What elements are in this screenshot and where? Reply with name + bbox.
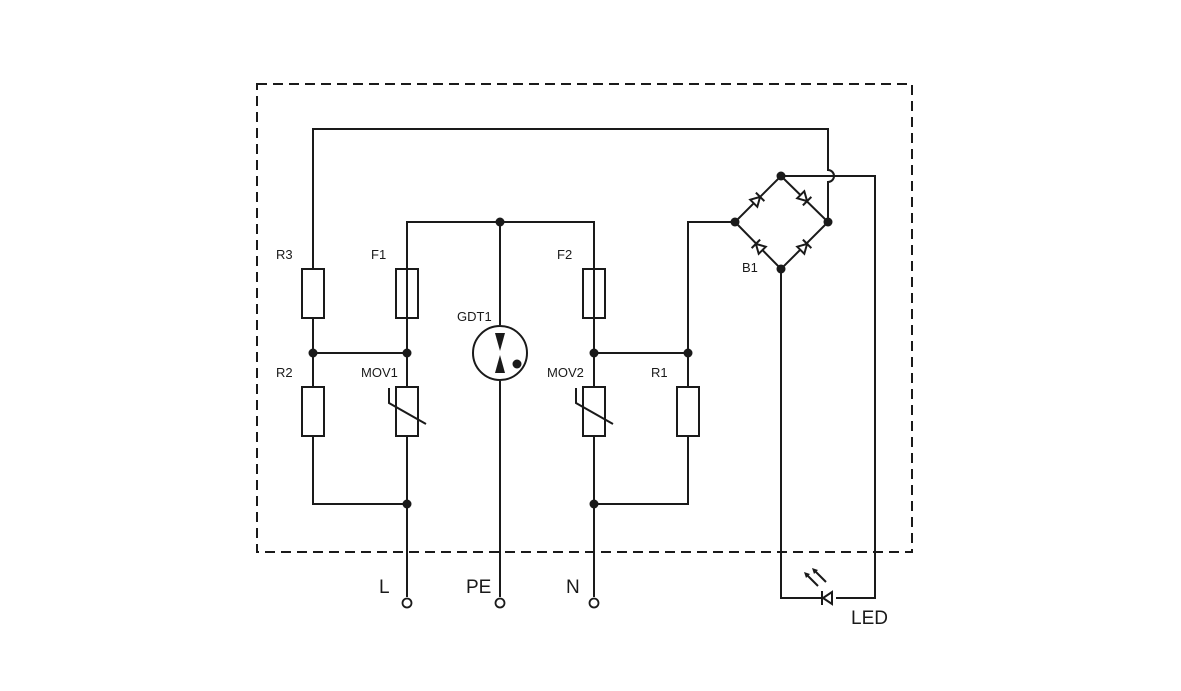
label-terminal-n: N [566, 577, 580, 598]
bridge-diode-lower-left [750, 238, 768, 256]
label-f2: F2 [557, 247, 572, 262]
gas-discharge-tube-gdt1 [472, 325, 528, 381]
label-r2: R2 [276, 365, 293, 380]
resistor-r3 [301, 268, 325, 319]
wire-bridge-bottom-out [780, 269, 822, 599]
wire-r3-to-bridge [312, 128, 835, 269]
wire-r2-bottom [312, 436, 407, 505]
terminal-l [401, 597, 413, 609]
junction-dot [402, 499, 412, 509]
label-mov2: MOV2 [547, 365, 584, 380]
junction-dot [589, 499, 599, 509]
varistor-mov2 [575, 386, 614, 437]
varistor-mov1 [388, 386, 427, 437]
wires [312, 128, 876, 599]
resistor-r2 [301, 386, 325, 437]
led-light-arrows-icon [804, 568, 827, 587]
enclosure-boundary [256, 83, 913, 553]
junction-dot [495, 217, 505, 227]
label-r3: R3 [276, 247, 293, 262]
wire-bridge-top-out [781, 175, 876, 599]
junction-dot [308, 348, 318, 358]
junctions [308, 171, 833, 509]
junction-dot [823, 217, 833, 227]
led-indicator [804, 568, 833, 606]
fuse-f1 [395, 268, 419, 319]
wire-r1-bottom [594, 436, 689, 505]
label-b1: B1 [742, 260, 758, 275]
terminal-pe [494, 597, 506, 609]
terminal-n [588, 597, 600, 609]
fuse-f2 [582, 268, 606, 319]
label-mov1: MOV1 [361, 365, 398, 380]
junction-dot [730, 217, 740, 227]
label-terminal-l: L [379, 577, 390, 598]
label-gdt1: GDT1 [457, 309, 492, 324]
resistor-r1 [676, 386, 700, 437]
label-r1: R1 [651, 365, 668, 380]
junction-dot [776, 264, 786, 274]
junction-dot [402, 348, 412, 358]
junction-dot [589, 348, 599, 358]
wire-r1-top [687, 221, 735, 387]
bridge-rectifier-b1 [733, 174, 830, 271]
label-terminal-pe: PE [466, 577, 491, 598]
bridge-diode-lower-right [795, 238, 813, 256]
label-f1: F1 [371, 247, 386, 262]
junction-dot [776, 171, 786, 181]
label-led: LED [851, 608, 888, 629]
bridge-diode-upper-left [748, 191, 766, 209]
junction-dot [683, 348, 693, 358]
bridge-diode-upper-right [795, 189, 813, 207]
